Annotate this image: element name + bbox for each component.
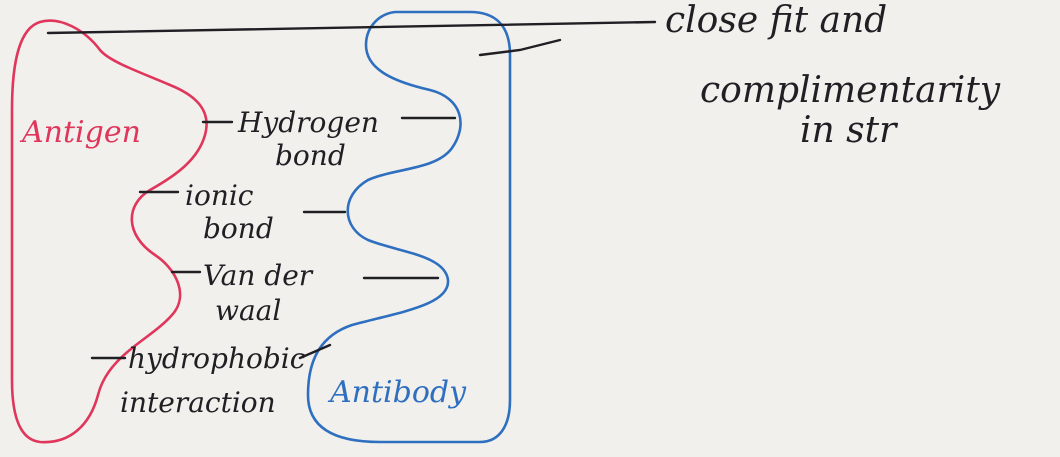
hydrophobic-label-line1: hydrophobic [128,342,306,375]
hydrogen-bond-label-line2: bond [275,139,346,172]
hydrogen-bond-label-line1: Hydrogen [237,106,379,139]
note-line-2: complimentarity [700,70,1001,111]
note-line-1: close fit and [665,0,887,41]
note-leader-line [46,20,657,35]
antigen-label: Antigen [19,115,141,150]
note-leader-tick [478,38,562,57]
antigen-outline [10,19,208,444]
ionic-bond-label-line1: ionic [185,179,254,212]
note-line-3: in str [800,110,898,151]
antibody-label: Antibody [327,375,467,410]
antibody-outline [306,10,512,444]
hydrophobic-right-line [298,343,332,360]
ionic-bond-label-line2: bond [203,212,274,245]
van-der-waal-label-line2: waal [215,294,281,327]
hydrophobic-label-line2: interaction [120,386,276,419]
van-der-waal-label-line1: Van der [203,259,314,292]
